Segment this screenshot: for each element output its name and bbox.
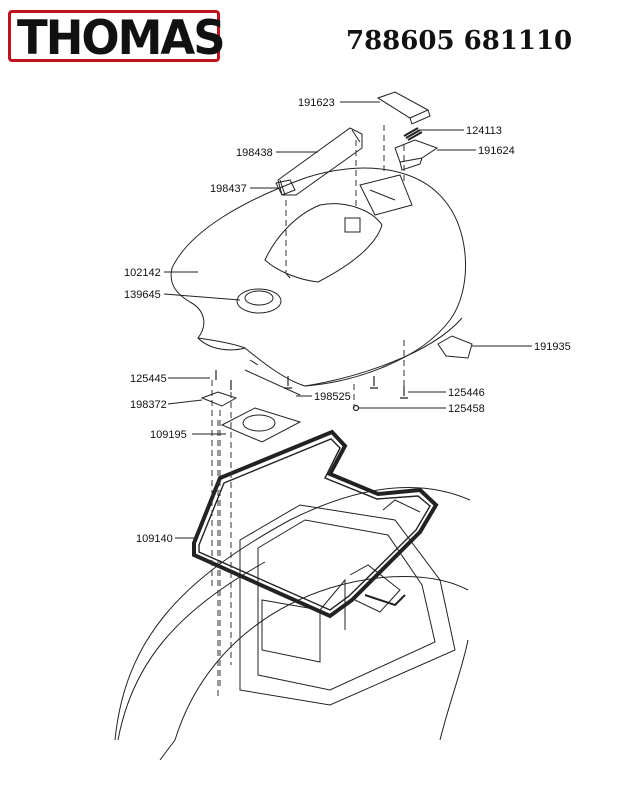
part-label-198525: 198525: [314, 391, 351, 403]
leader-lines: [163, 101, 532, 539]
spring-124113: [403, 127, 423, 141]
assembly-lines: [211, 125, 405, 700]
carry-handle-198438: [277, 127, 363, 196]
part-label-125445: 125445: [130, 373, 167, 385]
handle-foot-198437: [275, 179, 296, 196]
model-numbers: 788605 681110: [346, 26, 573, 56]
part-label-102142: 102142: [124, 267, 161, 279]
screws: [215, 370, 408, 412]
part-label-125458: 125458: [448, 403, 485, 415]
thomas-logo: THOMAS: [8, 10, 226, 65]
part-label-109140: 109140: [136, 533, 173, 545]
part-label-198437: 198437: [210, 183, 247, 195]
part-label-198372: 198372: [130, 399, 167, 411]
plate-109195: [220, 407, 302, 443]
part-label-109195: 109195: [150, 429, 187, 441]
part-label-125446: 125446: [448, 387, 485, 399]
hinge-198372: [200, 391, 238, 407]
part-label-191623: 191623: [298, 97, 335, 109]
part-label-124113: 124113: [466, 125, 502, 137]
foot-191935: [437, 335, 473, 359]
part-label-191935: 191935: [534, 341, 571, 353]
part-label-198438: 198438: [236, 147, 273, 159]
top-cover-102142: [170, 167, 466, 396]
part-label-191624: 191624: [478, 145, 515, 157]
latch-cover-191623: [376, 91, 430, 119]
brand-logo-text: THOMAS: [17, 9, 226, 66]
lower-body-shell: [114, 486, 471, 761]
part-label-139645: 139645: [124, 289, 161, 301]
latch-191624: [394, 139, 439, 163]
seal-gasket-109140: [192, 429, 439, 619]
